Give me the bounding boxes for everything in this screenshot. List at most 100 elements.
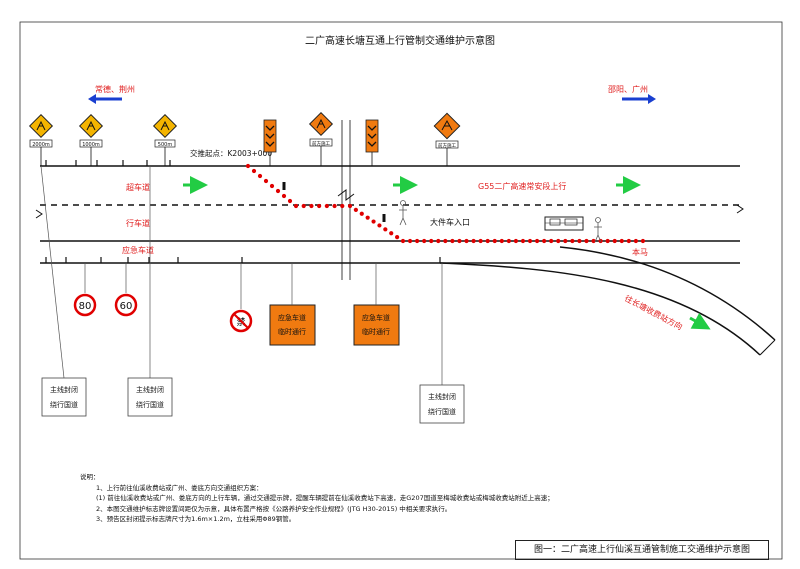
- page-frame: [19, 21, 783, 560]
- lane-label-emergency: 应急车道: [122, 245, 154, 255]
- traffic-cone: [389, 231, 394, 236]
- traffic-cone: [450, 238, 455, 244]
- traffic-cone: [377, 223, 382, 228]
- traffic-cone: [301, 203, 306, 209]
- traffic-cone: [499, 238, 504, 244]
- speed-limit-icon: [73, 293, 97, 317]
- speed-limit-text: 80: [79, 301, 92, 312]
- chevron-marks: [367, 125, 377, 147]
- notes-item: 3、预告区封闭提示标志牌尺寸为1.6m×1.2m，立柱采用Φ89钢管。: [96, 515, 296, 524]
- warning-sign-1000: 1000m: [78, 113, 104, 166]
- traffic-cone: [464, 238, 469, 244]
- prohibition-slash: [233, 313, 249, 329]
- notes-item: 1、上行前往仙溪收费站或广州、娄底方向交通组织方案：: [96, 483, 263, 492]
- board-line-2: 临时通行: [278, 327, 306, 336]
- vehicle-window: [549, 218, 561, 226]
- board-line-1: 应急车道: [278, 313, 306, 322]
- box-frame: [127, 377, 173, 417]
- cone-taper: [245, 163, 646, 244]
- closure-box-3: 主线封闭 绕行国道: [419, 263, 465, 424]
- traffic-cone: [556, 238, 561, 244]
- no-overtaking-sign: 禁: [229, 309, 253, 333]
- break-mark-right: [736, 204, 744, 214]
- traffic-cone: [563, 238, 568, 244]
- cone-marker: [382, 214, 386, 222]
- notes-item: (1) 前往仙溪收费站或广州、娄底方向的上行车辆，通过交通提示牌，提醒车辆提前在…: [96, 494, 554, 503]
- large-vehicle-entrance-label: 大件车入口: [430, 217, 470, 227]
- traffic-cone: [478, 238, 483, 244]
- traffic-cone: [275, 188, 281, 194]
- traffic-cone: [324, 203, 329, 209]
- flow-arrow-icon: [689, 312, 711, 330]
- maintenance-vehicle-icon: [544, 216, 584, 231]
- traffic-cone: [626, 238, 631, 244]
- box-line-2: 绕行国道: [428, 407, 456, 416]
- section-break-zigzag: [337, 189, 355, 201]
- worker-icon: [86, 120, 96, 131]
- notes-section: 说明： 1、上行前往仙溪收费站或广州、娄底方向交通组织方案： (1) 前往仙溪收…: [80, 472, 554, 525]
- ramp-end-line: [759, 339, 776, 356]
- traffic-cone: [584, 238, 589, 244]
- vehicle-body: [544, 216, 584, 231]
- traffic-cone: [309, 203, 314, 209]
- worker-body: [399, 206, 407, 226]
- worker-figure: [594, 217, 602, 243]
- worker-icon: [160, 120, 170, 131]
- traffic-cone: [340, 203, 345, 209]
- speed-limit-icon: [114, 293, 138, 317]
- construction-sign-board-right: 前方施工: [433, 112, 461, 166]
- traffic-cone: [527, 238, 533, 244]
- traffic-cone: [269, 183, 275, 189]
- box-frame: [41, 377, 87, 417]
- traffic-cone: [353, 207, 358, 212]
- no-overtaking-text: 禁: [236, 317, 245, 328]
- chevron-board-icon: [365, 119, 379, 153]
- flow-arrows: [183, 176, 711, 330]
- direction-left-arrow-icon: [88, 94, 96, 104]
- traffic-cone: [443, 238, 448, 244]
- board-text: 前方施工: [312, 140, 330, 147]
- lane-label-overtaking: 超车道: [126, 182, 150, 192]
- ramp-inner-edge: [559, 246, 776, 341]
- start-label: 交推起点：K2003+000: [190, 148, 272, 158]
- traffic-cone: [365, 215, 370, 220]
- warning-sign-500: 500m: [152, 113, 178, 166]
- notes-heading: 说明：: [80, 473, 100, 481]
- direction-right-label: 邵阳、广州: [608, 84, 648, 94]
- traffic-cone: [542, 238, 547, 244]
- vehicle-window: [564, 218, 578, 226]
- distance-text: 500m: [158, 142, 173, 148]
- traffic-cone: [492, 238, 497, 244]
- traffic-cone: [332, 203, 337, 209]
- traffic-cone: [251, 168, 257, 174]
- traffic-cone: [287, 198, 293, 204]
- speed-limit-text: 60: [120, 301, 133, 312]
- traffic-cone: [471, 238, 476, 244]
- emergency-lane-board-1: 应急车道 临时通行: [269, 304, 316, 346]
- traffic-cone: [245, 163, 251, 169]
- traffic-cone: [359, 211, 364, 216]
- chevron-board-left: [263, 119, 277, 166]
- traffic-cone: [371, 219, 376, 224]
- traffic-cone: [640, 238, 646, 244]
- worker-icon: [441, 119, 453, 131]
- traffic-cone: [513, 238, 519, 244]
- lane-label-driving: 行车道: [126, 218, 150, 228]
- direction-left-label: 常德、荆州: [95, 84, 135, 94]
- traffic-cone: [281, 193, 287, 199]
- traffic-cone: [591, 238, 596, 244]
- box-line-1: 主线封闭: [136, 385, 164, 394]
- traffic-cone: [422, 238, 427, 244]
- box-line-1: 主线封闭: [428, 392, 456, 401]
- figure-caption: 图一：二广高速上行仙溪互通管制施工交通维护示意图: [515, 540, 769, 560]
- chevron-marks: [265, 125, 275, 147]
- traffic-cone: [407, 238, 413, 244]
- traffic-cone: [383, 227, 388, 232]
- traffic-cone: [436, 238, 441, 244]
- board-line-2: 临时通行: [362, 327, 390, 336]
- traffic-cone: [293, 203, 299, 209]
- distance-text: 1000m: [82, 142, 100, 148]
- worker-icon: [316, 118, 326, 129]
- traffic-cone: [520, 238, 526, 244]
- box-line-2: 绕行国道: [136, 400, 164, 409]
